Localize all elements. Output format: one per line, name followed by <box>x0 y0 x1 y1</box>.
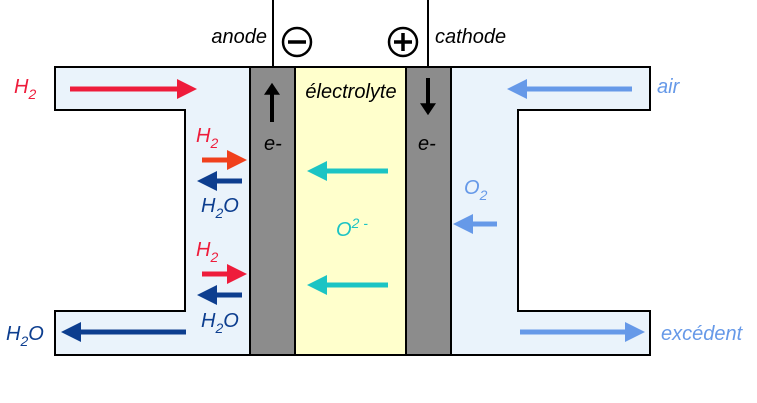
electrolyte-label: électrolyte <box>305 81 396 103</box>
excess-label: excédent <box>661 323 744 345</box>
h2-lower-label: H2 <box>196 239 218 265</box>
minus-terminal-icon <box>281 26 313 58</box>
electrolyte-layer <box>294 66 407 356</box>
plus-terminal-icon <box>387 26 419 58</box>
electron-label-right: e- <box>418 133 436 155</box>
h2-upper-label: H2 <box>196 125 218 151</box>
anode-label: anode <box>211 26 267 48</box>
electron-label-left: e- <box>264 133 282 155</box>
h2o-lower-label: H2O <box>201 310 239 336</box>
cathode-label: cathode <box>435 26 506 48</box>
cathode-electrode <box>405 66 452 356</box>
h2-inlet-label: H2 <box>14 76 36 102</box>
h2o-outlet-label: H2O <box>6 323 44 349</box>
cathode-gas-channel <box>450 66 651 356</box>
air-label: air <box>657 76 681 98</box>
oxide-ion-label: O2 - <box>336 215 368 241</box>
h2o-upper-label: H2O <box>201 195 239 221</box>
o2-label: O2 <box>464 177 488 203</box>
